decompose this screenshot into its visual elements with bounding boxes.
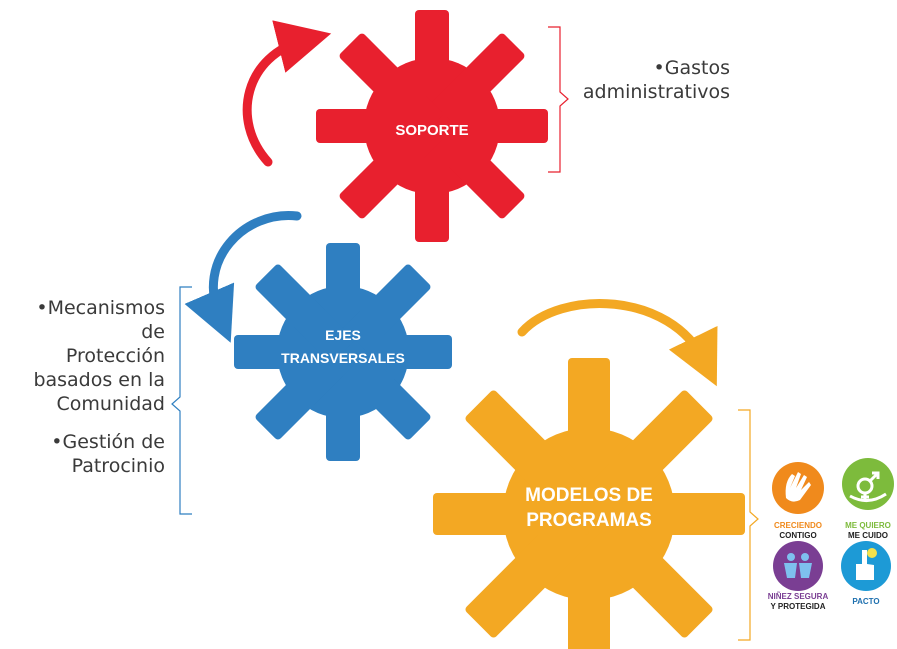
ejes-notes: •Mecanismos de Protección basados en la … xyxy=(10,296,165,478)
ejes-cycle-arrow xyxy=(184,211,302,343)
ejes-note-1-line1: •Mecanismos xyxy=(36,297,165,319)
ejes-label-line1: EJES xyxy=(325,327,361,343)
soporte-notes: •Gastos administrativos xyxy=(570,56,730,104)
soporte-cycle-arrow xyxy=(242,20,332,167)
hands-icon xyxy=(785,472,811,502)
children-icon xyxy=(784,553,812,578)
badge-caption-pacto: PACTO xyxy=(852,597,879,606)
soporte-note-line2: administrativos xyxy=(582,81,730,103)
hand-bulb-icon xyxy=(856,548,877,580)
ejes-note-2-line1: •Gestión de xyxy=(51,431,165,453)
badge-caption-ninez-segura: NIÑEZ SEGURA xyxy=(768,592,829,601)
ejes-note-1-line4: basados en la xyxy=(33,369,165,391)
gear-tooth xyxy=(339,33,443,137)
modelos-de-programas-gear xyxy=(433,358,745,649)
program-badge-ninez-segura: NIÑEZ SEGURA Y PROTEGIDA xyxy=(768,541,829,611)
badge-caption-y-protegida: Y PROTEGIDA xyxy=(771,602,826,611)
ejes-note-2-line2: Patrocinio xyxy=(71,455,165,477)
ejes-label-line2: TRANSVERSALES xyxy=(281,350,405,366)
program-badge-creciendo-contigo: CRECIENDO CONTIGO xyxy=(772,462,824,540)
soporte-notes-brace xyxy=(548,26,569,173)
gear-tooth xyxy=(255,264,354,363)
modelos-label-line1: MODELOS DE xyxy=(525,485,653,506)
badge-caption-me-quiero: ME QUIERO xyxy=(845,521,891,530)
badge-caption-creciendo: CRECIENDO xyxy=(774,521,822,530)
soporte-note-line1: •Gastos xyxy=(653,57,730,79)
gender-icon xyxy=(856,471,880,501)
program-badge-me-quiero-me-cuido: ME QUIERO ME CUIDO xyxy=(842,458,894,540)
ejes-note-1-line3: Protección xyxy=(65,345,165,367)
ejes-note-1-line5: Comunidad xyxy=(56,393,165,415)
soporte-gear xyxy=(316,10,548,242)
ejes-notes-brace xyxy=(171,286,192,515)
hand-under-icon xyxy=(849,492,887,502)
modelos-cycle-arrow xyxy=(517,299,718,387)
ejes-note-spacer xyxy=(10,416,165,430)
badge-caption-me-cuido: ME CUIDO xyxy=(848,531,888,540)
ejes-note-1-line2: de xyxy=(141,321,165,343)
soporte-label: SOPORTE xyxy=(395,122,468,139)
ejes-transversales-gear xyxy=(234,243,452,461)
program-badge-pacto: PACTO xyxy=(841,541,891,606)
gear-tooth xyxy=(465,390,603,528)
modelos-notes-brace xyxy=(738,409,759,641)
badge-caption-contigo: CONTIGO xyxy=(779,531,816,540)
modelos-label-line2: PROGRAMAS xyxy=(526,510,652,531)
